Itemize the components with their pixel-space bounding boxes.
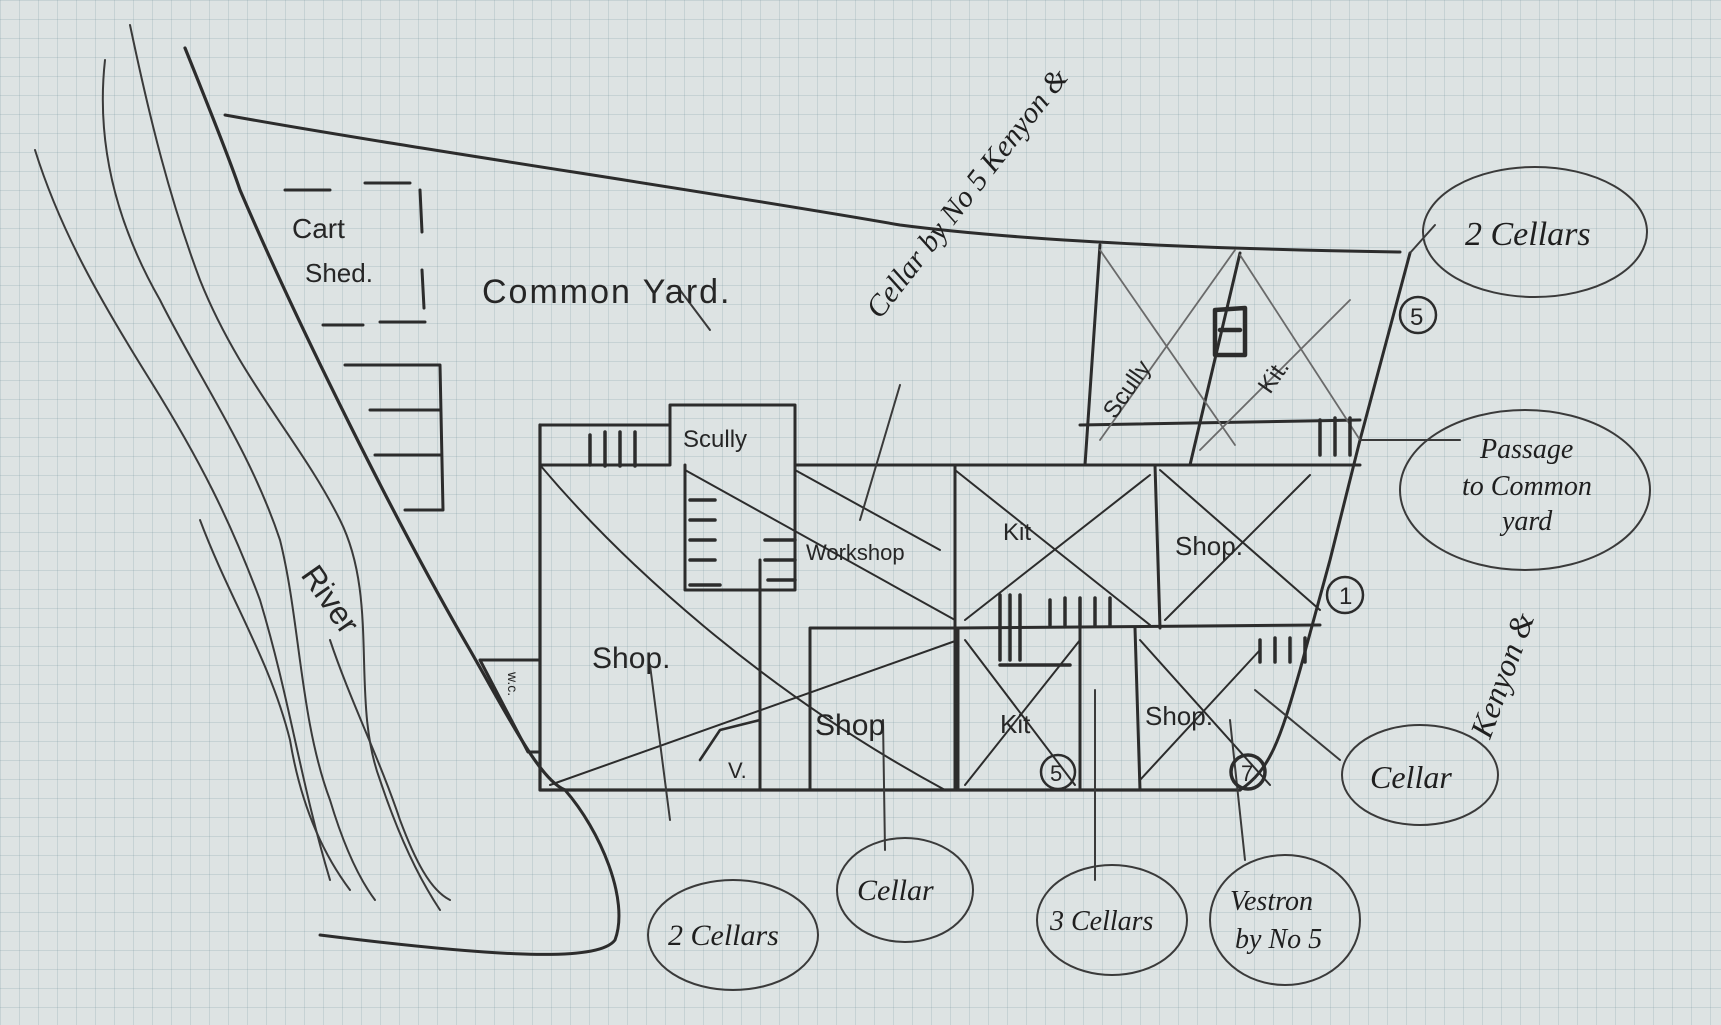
cellar-right-note: Cellar — [1341, 724, 1499, 826]
svg-text:Passage: Passage — [1479, 434, 1573, 465]
passage-note: Passage to Common yard — [1399, 409, 1651, 571]
leader-lines — [649, 224, 1461, 881]
river-lines — [34, 24, 451, 911]
scully-right-label: Scully — [1098, 356, 1157, 424]
bottom-right-note: Vestron by No 5 — [1209, 854, 1361, 986]
number-7: 7 — [1229, 753, 1267, 791]
shop-middle-right-label: Shop. — [1175, 531, 1243, 561]
v-room-mark — [698, 718, 762, 762]
scully-top-label: Scully — [683, 426, 747, 453]
kenyons-side-note: Kenyon & — [1462, 607, 1541, 743]
svg-text:3 Cellars: 3 Cellars — [1049, 906, 1154, 937]
svg-text:by No 5: by No 5 — [1235, 924, 1322, 955]
shop-left-label: Shop. — [592, 642, 670, 675]
wc-room-label: w.c. — [505, 671, 521, 696]
svg-text:2 Cellars: 2 Cellars — [1465, 216, 1591, 253]
v-room-label: V. — [728, 758, 747, 783]
three-cellars-note: 3 Cellars — [1036, 864, 1188, 976]
number-1: 1 — [1325, 575, 1365, 615]
svg-text:7: 7 — [1241, 761, 1253, 786]
two-cellars-bottom-note: 2 Cellars — [647, 879, 819, 991]
cart-shed — [283, 181, 445, 512]
cellar-bottom-note: Cellar — [836, 837, 974, 943]
svg-text:Cellar: Cellar — [1370, 759, 1452, 795]
svg-text:5: 5 — [1050, 761, 1062, 786]
room-crosses — [539, 249, 1361, 791]
kit-middle-label: Kit — [1003, 519, 1031, 546]
cellar-kenyons-note: Cellar by No 5 Kenyon & — [860, 61, 1076, 324]
shop-bottom-right-label: Shop. — [1145, 701, 1213, 731]
stair-hatches — [588, 305, 1352, 667]
svg-text:1: 1 — [1339, 583, 1352, 610]
workshop-label: Workshop — [806, 540, 905, 565]
shop-bottom-center-label: Shop — [815, 709, 885, 742]
number-5-bottom: 5 — [1039, 753, 1077, 791]
number-5-top: 5 — [1398, 295, 1438, 335]
kit-bottom-label: Kit — [1000, 709, 1031, 739]
cart-shed-label-line2: Shed. — [305, 258, 373, 288]
svg-text:Vestron: Vestron — [1230, 886, 1313, 917]
common-yard-label: Common Yard. — [482, 273, 732, 311]
building-outline — [478, 243, 1412, 792]
svg-text:to Common: to Common — [1462, 471, 1592, 502]
svg-text:Cellar: Cellar — [857, 874, 934, 907]
svg-text:2 Cellars: 2 Cellars — [668, 919, 779, 952]
cart-shed-label-line1: Cart — [292, 213, 345, 244]
svg-text:yard: yard — [1499, 506, 1553, 537]
two-cellars-top-note: 2 Cellars — [1422, 166, 1648, 298]
svg-text:5: 5 — [1410, 304, 1423, 331]
